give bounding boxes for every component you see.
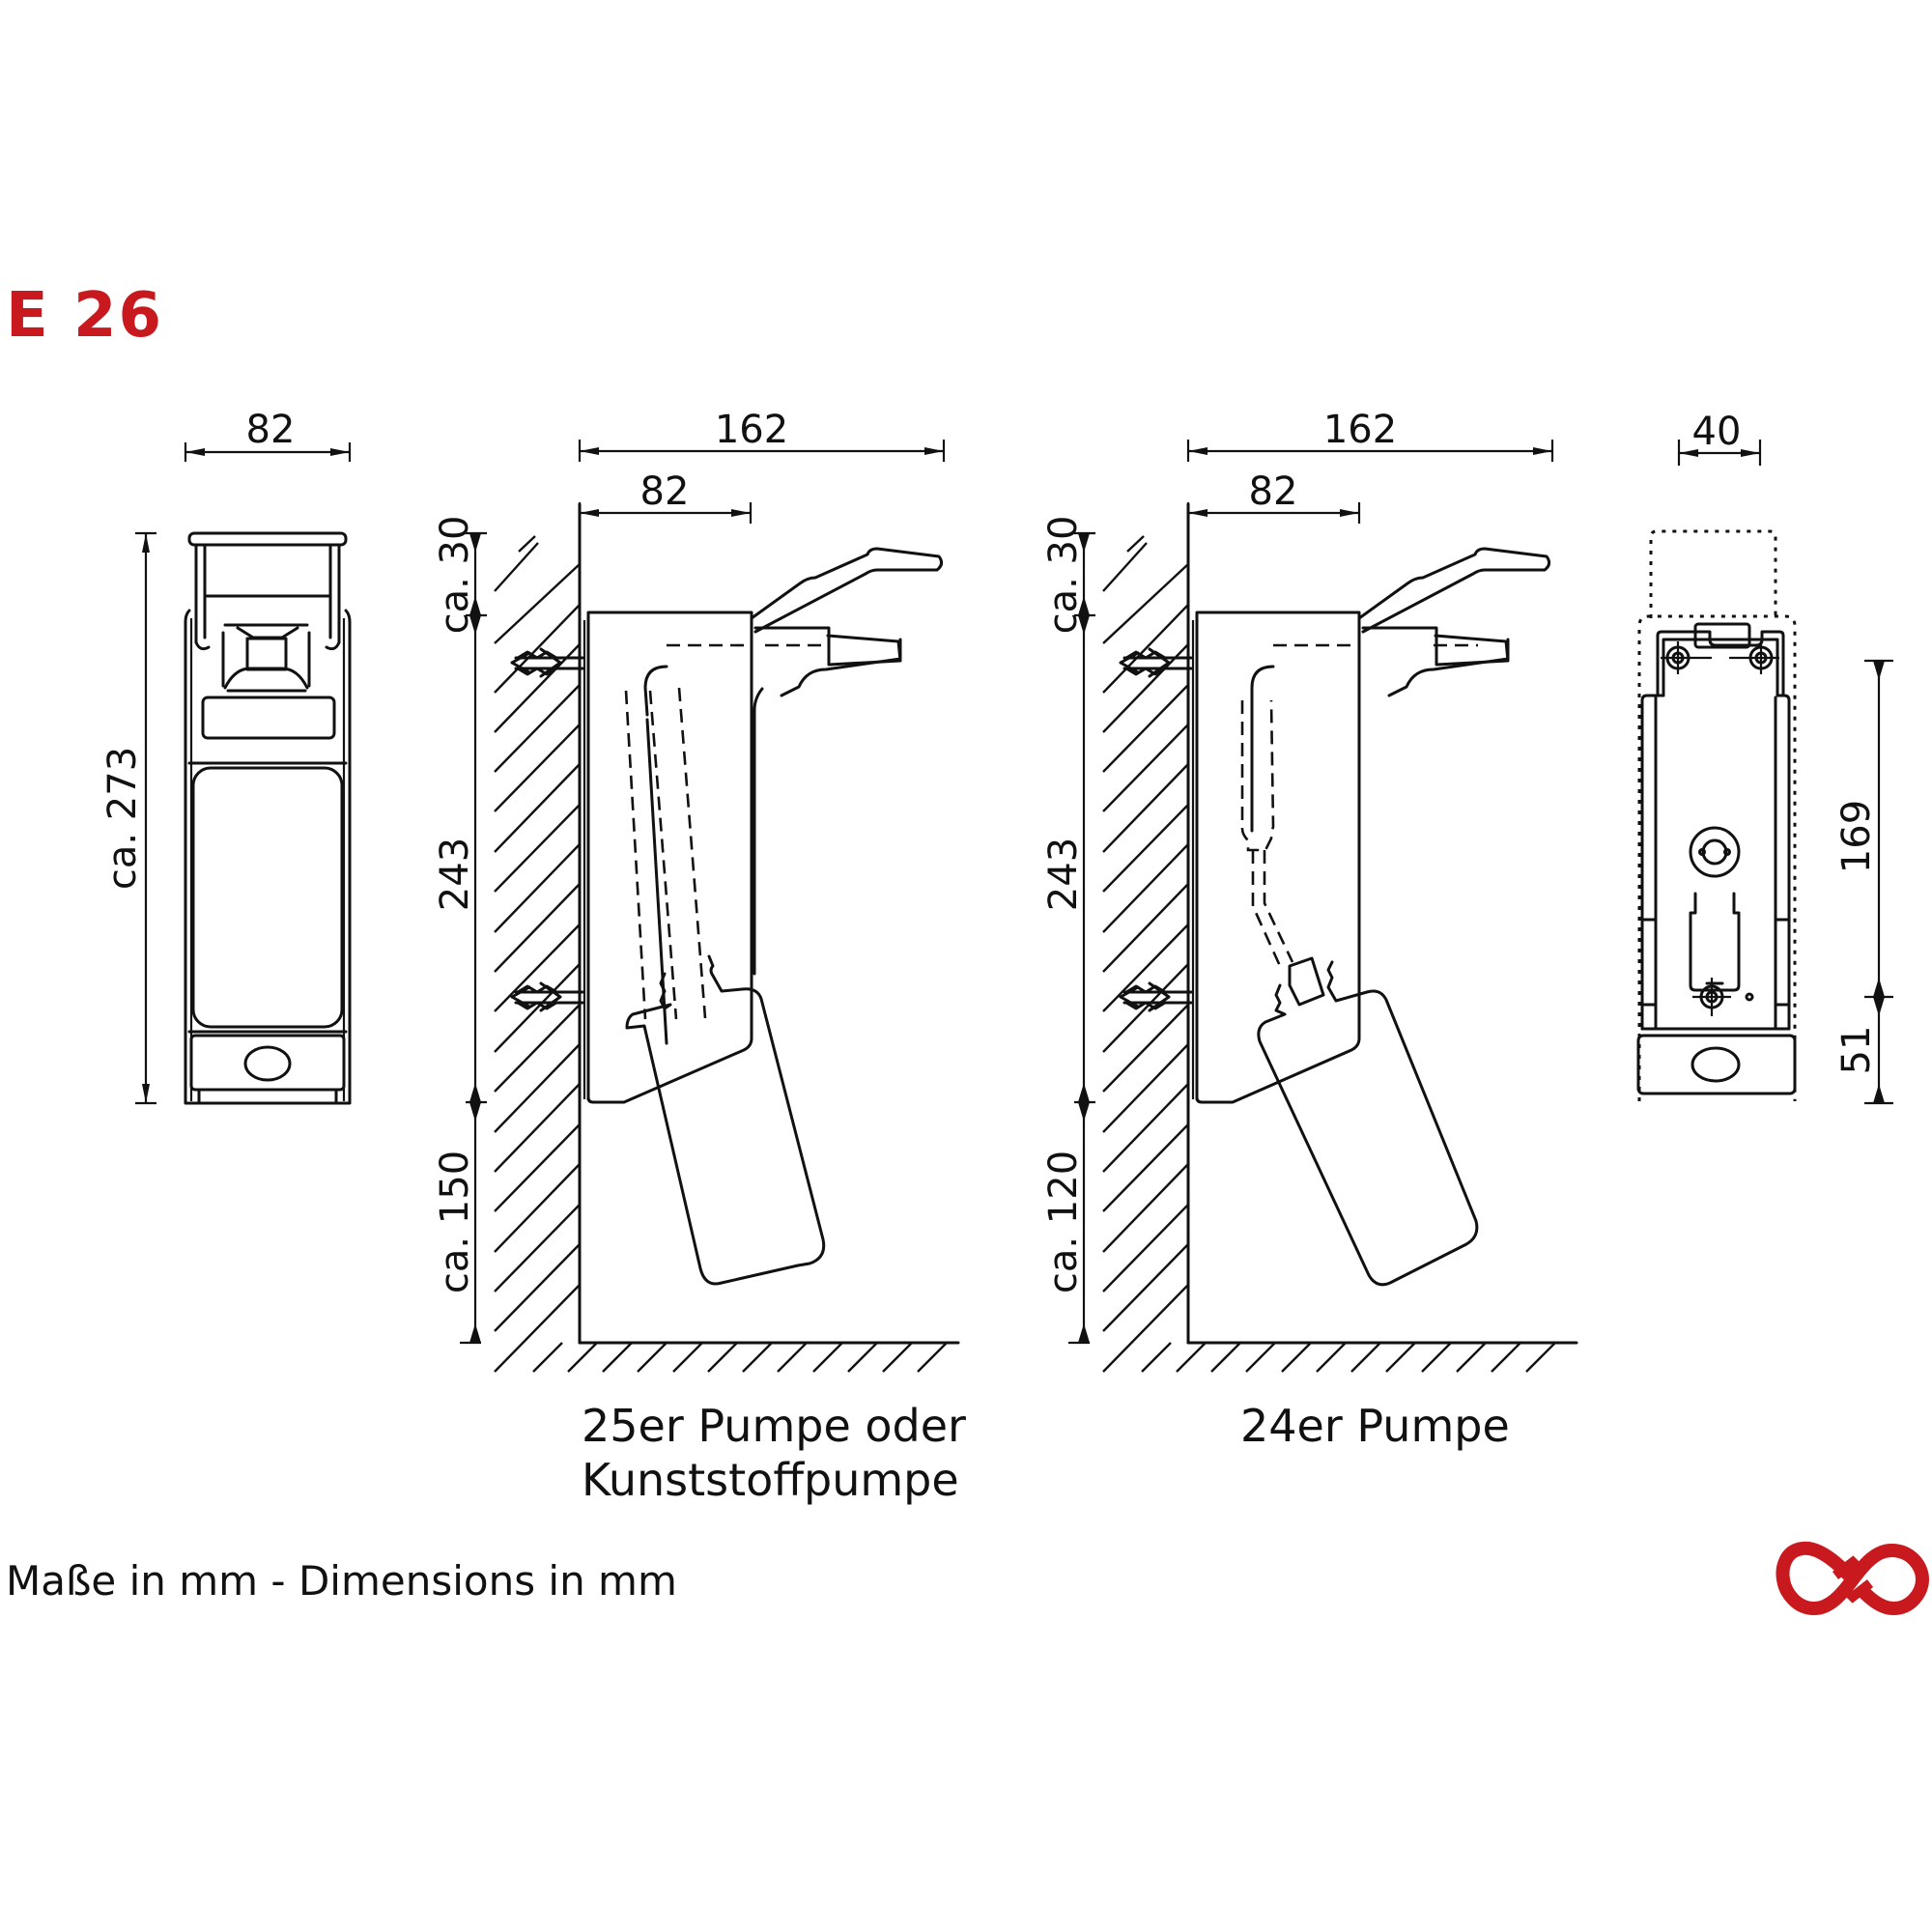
side25-top-clearance-label: ca. 30 (433, 516, 477, 635)
wall-plug-icon (1119, 981, 1193, 1012)
side25-body-depth-label: 82 (640, 469, 690, 514)
side25-body-height-label: 243 (433, 838, 477, 911)
side24-body-height-label: 243 (1041, 838, 1086, 911)
back-view: 40 169 51 (1636, 410, 1893, 1105)
back-hole-spacing-label: 169 (1834, 800, 1879, 873)
side24-body-depth-label: 82 (1249, 469, 1298, 514)
caption-25er-line2: Kunststoffpumpe (582, 1454, 959, 1506)
back-width-label: 40 (1692, 410, 1742, 454)
side-view-24er: 162 82 ca. 30 243 ca. 120 (1041, 408, 1578, 1373)
model-title: E 26 (6, 280, 164, 352)
units-note: Maße in mm - Dimensions in mm (6, 1557, 677, 1605)
side24-total-depth-label: 162 (1323, 408, 1397, 452)
side24-bottom-clearance-label: ca. 120 (1041, 1151, 1086, 1293)
side-view-25er: 162 82 ca. 30 243 ca. 150 (433, 408, 960, 1373)
front-view: 82 ca. 273 (100, 408, 352, 1105)
side24-top-clearance-label: ca. 30 (1041, 516, 1086, 635)
caption-24er-line1: 24er Pumpe (1240, 1400, 1510, 1452)
caption-25er-line1: 25er Pumpe oder (582, 1400, 966, 1452)
front-width-label: 82 (246, 408, 296, 452)
wall-plug-icon (510, 647, 584, 678)
wall-plug-icon (1119, 647, 1193, 678)
side25-total-depth-label: 162 (715, 408, 788, 452)
front-height-label: ca. 273 (100, 747, 145, 890)
infinity-knot-logo-icon (1776, 1541, 1930, 1616)
back-bottom-offset-label: 51 (1834, 1026, 1879, 1075)
caption-24er: 24er Pumpe (1240, 1399, 1510, 1453)
side25-bottom-clearance-label: ca. 150 (433, 1151, 477, 1293)
wall-plug-icon (510, 981, 584, 1012)
caption-25er: 25er Pumpe oder Kunststoffpumpe (582, 1399, 966, 1507)
